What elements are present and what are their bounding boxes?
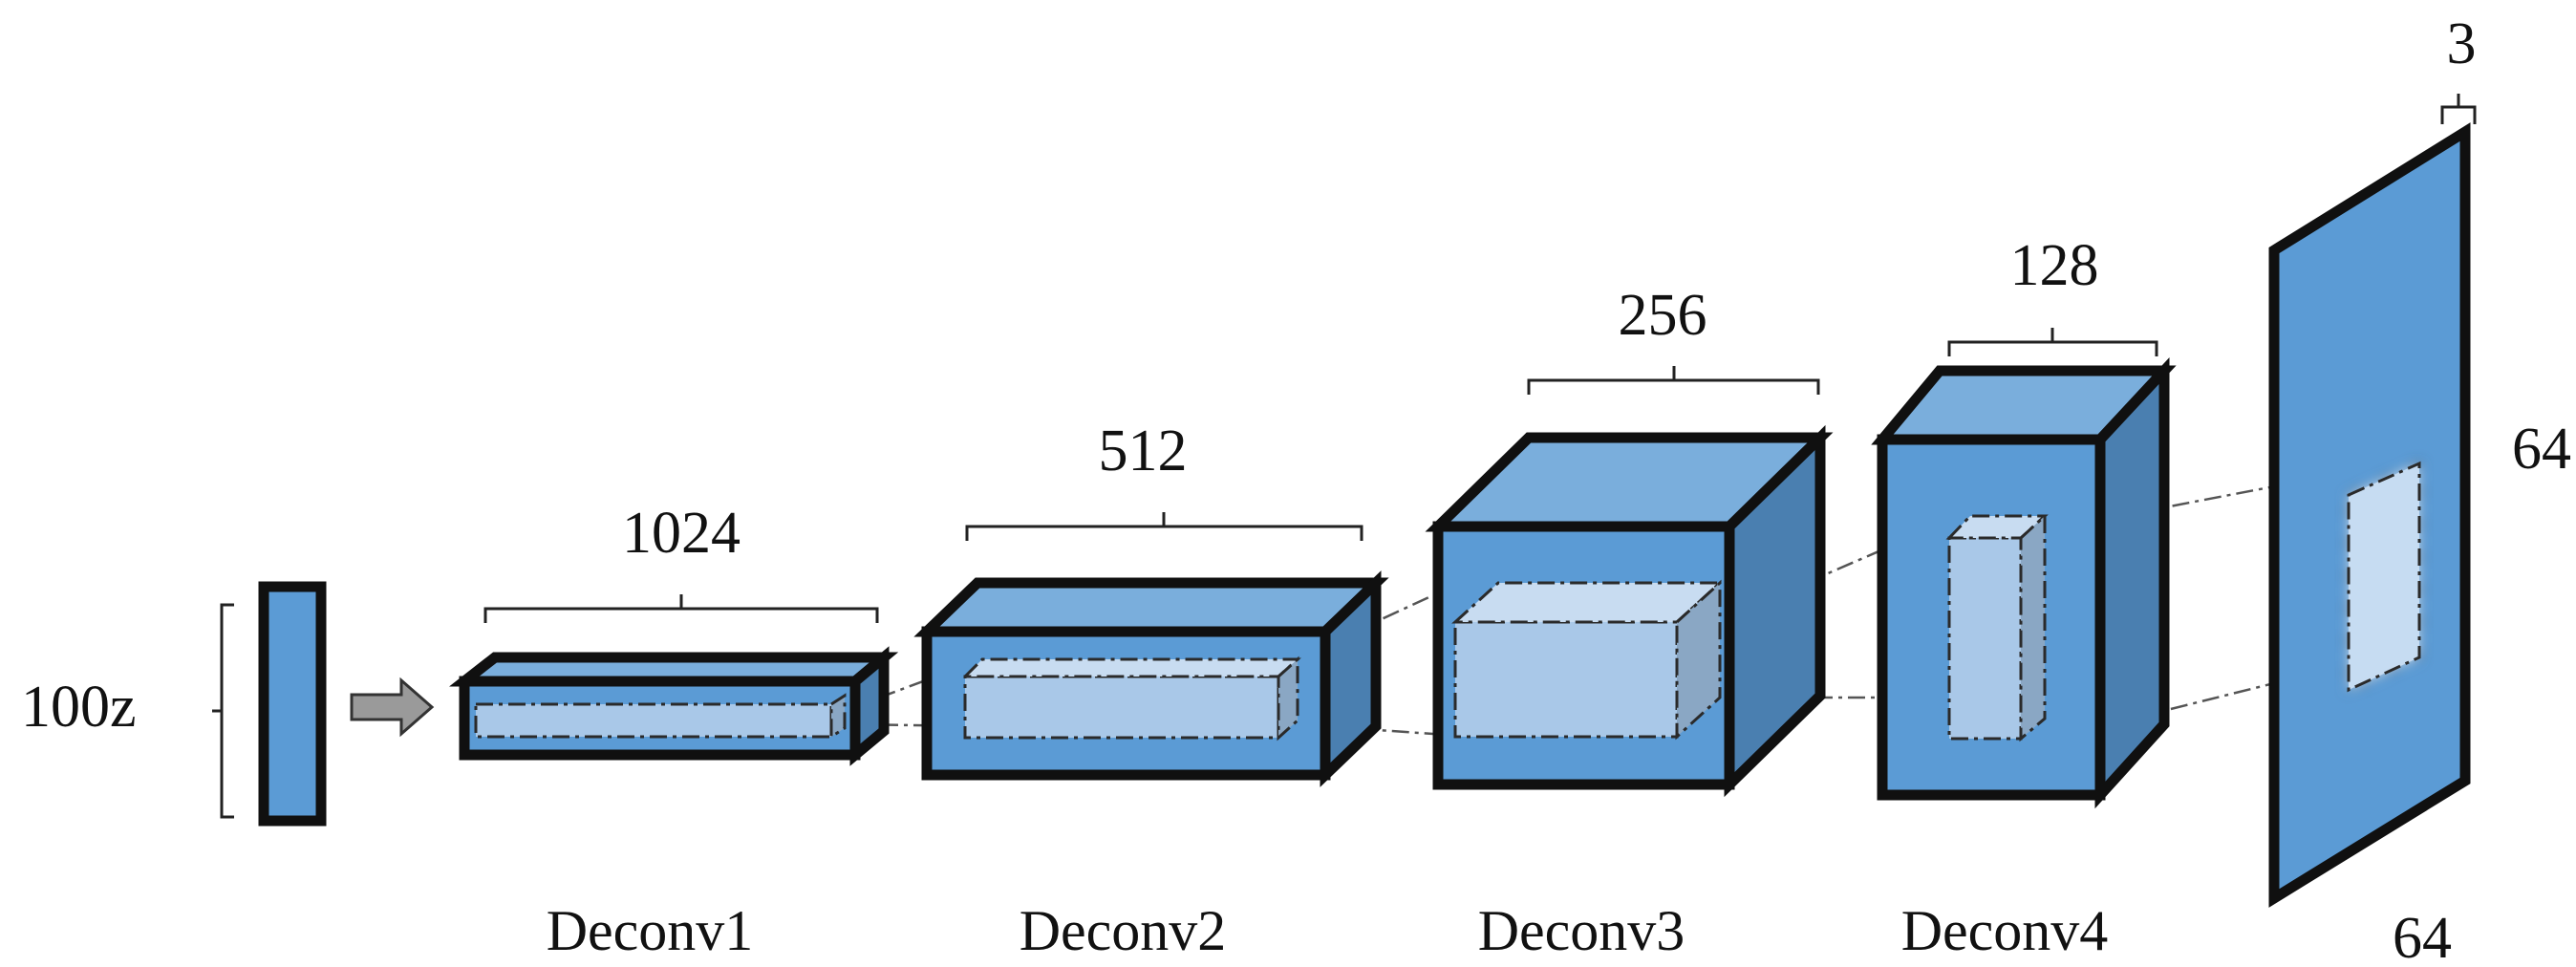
deconv4-block: 128 Deconv4 — [1871, 233, 2177, 962]
deconv2-brace — [965, 512, 1363, 541]
deconv4-kernel — [1947, 536, 2023, 741]
deconv2-block: 512 Deconv2 — [913, 419, 1389, 962]
deconv1-kernel — [474, 702, 833, 739]
output-channels: 3 — [2447, 11, 2477, 76]
input-arrow — [350, 677, 435, 738]
deconv2-kernel-side — [1277, 655, 1299, 741]
deconv3-brace — [1527, 366, 1820, 395]
input-vector-bar — [258, 581, 327, 827]
connection-line — [1294, 722, 1461, 738]
deconv3-block: 256 Deconv3 — [1425, 283, 1834, 962]
input-label: 100z — [21, 675, 137, 740]
deconv4-channels: 128 — [2010, 233, 2099, 298]
deconv3-kernel-side — [1675, 579, 1722, 741]
arrow-icon — [350, 677, 435, 738]
deconv2-kernel — [963, 675, 1280, 740]
input-vector: 100z — [21, 581, 327, 827]
output-depth-brace — [2440, 94, 2477, 124]
deconv1-kernel-side — [829, 693, 847, 740]
deconv4-label: Deconv4 — [1901, 899, 2109, 962]
output-patch — [2347, 461, 2421, 693]
deconv3-kernel — [1453, 620, 1679, 739]
deconv1-brace — [483, 594, 879, 623]
output-height: 64 — [2512, 417, 2571, 482]
deconv3-label: Deconv3 — [1478, 899, 1685, 962]
deconv3-kernel-top — [1451, 581, 1724, 624]
deconv4-kernel-side — [2019, 512, 2047, 742]
deconv1-channels: 1024 — [622, 501, 741, 566]
deconv2-channels: 512 — [1099, 419, 1188, 484]
output-image: 3 64 64 — [2268, 11, 2571, 967]
deconv2-top-face — [913, 577, 1389, 637]
deconv3-channels: 256 — [1619, 283, 1707, 348]
input-brace — [212, 603, 234, 819]
deconv1-block: 1024 Deconv1 — [449, 501, 899, 962]
deconv4-brace — [1947, 328, 2158, 356]
deconv2-kernel-top — [961, 657, 1301, 678]
output-width: 64 — [2393, 906, 2452, 967]
deconv1-label: Deconv1 — [547, 899, 754, 962]
deconv2-label: Deconv2 — [1020, 899, 1227, 962]
deconv4-side-face — [2094, 357, 2170, 809]
